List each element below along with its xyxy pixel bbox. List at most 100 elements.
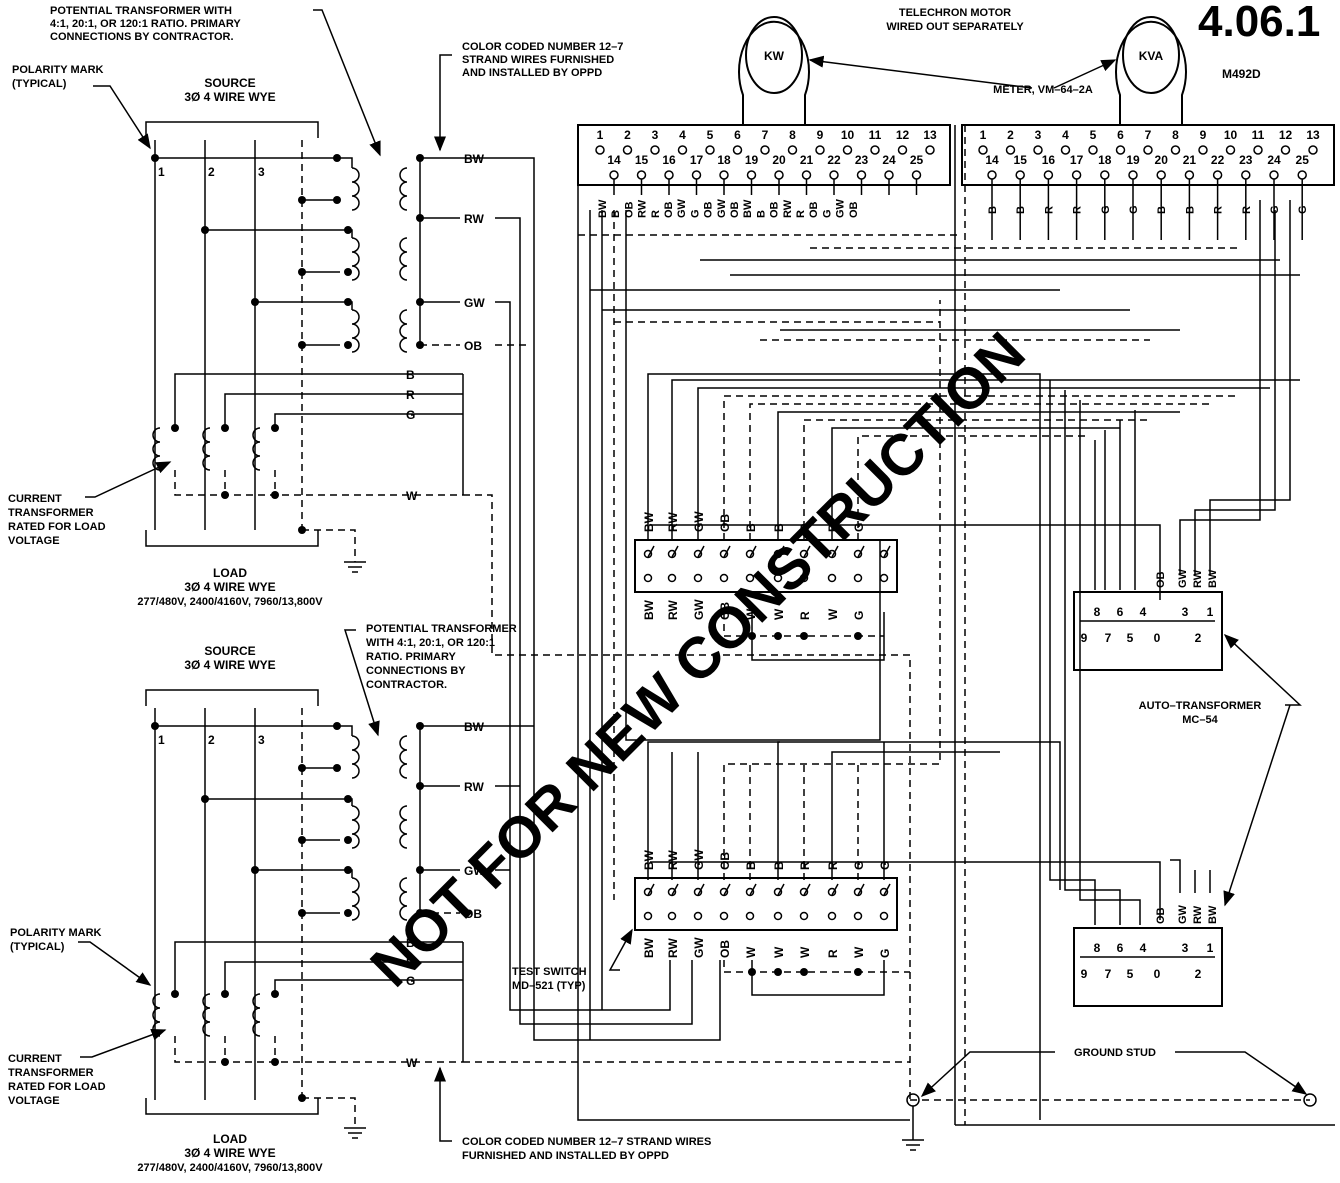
autotx1-terminal: 6 — [1117, 605, 1124, 619]
autotx2-terminal: 6 — [1117, 941, 1124, 955]
switch2-blade — [777, 883, 785, 896]
ct-top-w: W — [406, 489, 418, 503]
ct-top-3: RATED FOR LOAD — [8, 521, 106, 533]
kva-terminal-14: 14 — [985, 153, 999, 167]
kva-terminal-top-circle — [978, 145, 988, 155]
kva-terminal-18: 18 — [1098, 153, 1112, 167]
kw-wire-label: RW — [782, 199, 794, 218]
kva-terminal-top-circle — [1088, 145, 1098, 155]
kw-wire-label: GW — [835, 198, 847, 218]
kw-wire-label: OB — [623, 201, 635, 218]
kw-terminal-bot-circle — [884, 170, 894, 180]
switch1-blade — [857, 545, 865, 558]
ct-bot-g: G — [406, 974, 415, 988]
kw-terminal-bot-circle — [829, 170, 839, 180]
pt-top-ob: OB — [464, 339, 482, 353]
polarity-mark-2: (TYPICAL) — [12, 78, 67, 90]
auto-transformer-1 — [1073, 591, 1223, 671]
kva-terminal-top-circle — [1308, 145, 1318, 155]
kw-terminal-20: 20 — [772, 153, 786, 167]
kva-label: KVA — [1139, 49, 1164, 63]
pt-note-bottom-5: CONTRACTOR. — [366, 679, 447, 691]
autotx2-wire-label: OB — [1155, 907, 1167, 924]
ct-bot-w: W — [406, 1056, 418, 1070]
kw-terminal-bot-circle — [746, 170, 757, 180]
kva-terminal-25: 25 — [1296, 153, 1310, 167]
switch1-contact — [827, 549, 837, 559]
test-switch-1 — [634, 539, 898, 593]
kw-terminal-top-circle — [897, 145, 908, 155]
kva-wire-label: G — [1100, 205, 1112, 214]
polarity-mark-bottom-1: POLARITY MARK — [10, 927, 102, 939]
switch2-contact — [693, 911, 703, 921]
switch2-top-label: B — [744, 861, 758, 870]
switch1-bottom-label: W — [772, 608, 786, 620]
phase-bottom-2: 2 — [208, 733, 215, 747]
drawing-code: M492D — [1222, 67, 1261, 81]
kw-terminal-bot-circle — [719, 170, 729, 180]
drawing-number: 4.06.1 — [1198, 0, 1320, 46]
pt-top-bw: BW — [464, 152, 485, 166]
kw-terminal-9: 9 — [817, 128, 824, 142]
kva-terminal-11: 11 — [1252, 128, 1265, 142]
kw-wire-label: B — [755, 210, 767, 218]
kw-wire-label: R — [650, 210, 662, 218]
switch2-contact — [719, 887, 729, 897]
autotx1-wire-label: BW — [1207, 569, 1219, 588]
kw-terminal-8: 8 — [789, 128, 796, 142]
kw-terminal-14: 14 — [607, 153, 621, 167]
kva-terminal-bot-circle — [1100, 170, 1110, 180]
kva-terminal-top-circle — [1198, 145, 1208, 155]
autotx2-terminal: 8 — [1094, 941, 1101, 955]
kw-terminal-top-circle — [787, 145, 798, 155]
switch1-contact — [643, 549, 653, 559]
autotx1-wire-label: RW — [1192, 569, 1204, 588]
kw-terminal-bot-circle — [664, 170, 674, 180]
pt-note-bottom-3: RATIO. PRIMARY — [366, 651, 456, 663]
source-top-2: 3Ø 4 WIRE WYE — [184, 90, 275, 104]
auto-tx-label-1: AUTO–TRANSFORMER — [1139, 700, 1262, 712]
switch2-top-label: R — [798, 861, 812, 870]
phase-bottom-3: 3 — [258, 733, 265, 747]
switch2-bottom-label: OB — [718, 940, 732, 958]
switch1-contact — [745, 549, 755, 559]
switch2-contact — [853, 887, 863, 897]
load-top-2: 3Ø 4 WIRE WYE — [184, 580, 275, 594]
kw-terminal-top-circle — [842, 145, 853, 155]
test-switch-2 — [634, 877, 898, 931]
switch2-blade — [697, 883, 705, 896]
switch2-blade — [723, 883, 731, 896]
ct-top-4: VOLTAGE — [8, 535, 60, 547]
switch1-blade — [749, 545, 757, 558]
kva-terminal-21: 21 — [1183, 153, 1197, 167]
switch2-contact — [827, 911, 837, 921]
kva-terminal-top-circle — [1115, 145, 1126, 155]
kva-wire-label: R — [1043, 206, 1055, 214]
switch1-bottom-label: W — [826, 608, 840, 620]
kw-wire-label: B — [610, 210, 622, 218]
switch2-top-label: BW — [642, 849, 656, 870]
kw-wire-label: OB — [729, 201, 741, 218]
auto-tx-label-2: MC–54 — [1182, 714, 1218, 726]
kva-terminal-top-circle — [1225, 145, 1236, 155]
kw-terminal-22: 22 — [827, 153, 841, 167]
switch1-blade — [697, 545, 705, 558]
autotx2-terminal: 1 — [1207, 941, 1214, 955]
switch2-blade — [883, 883, 891, 896]
kva-terminal-1: 1 — [980, 128, 987, 142]
autotx2-terminal: 4 — [1140, 941, 1147, 955]
switch2-top-label: RW — [666, 850, 680, 870]
kw-terminal-25: 25 — [910, 153, 924, 167]
kva-wire-label: G — [1297, 205, 1309, 214]
switch1-contact — [853, 573, 863, 583]
kw-terminal-top-circle — [677, 145, 688, 155]
autotx1-terminal: 8 — [1094, 605, 1101, 619]
switch2-bottom-label: GW — [692, 937, 706, 958]
meter-label: METER, VM–64–2A — [993, 84, 1093, 96]
switch2-bottom-label: G — [878, 949, 892, 958]
switch2-blade — [831, 883, 839, 896]
pt-top-rw: RW — [464, 212, 484, 226]
kw-wire-label: R — [795, 210, 807, 218]
